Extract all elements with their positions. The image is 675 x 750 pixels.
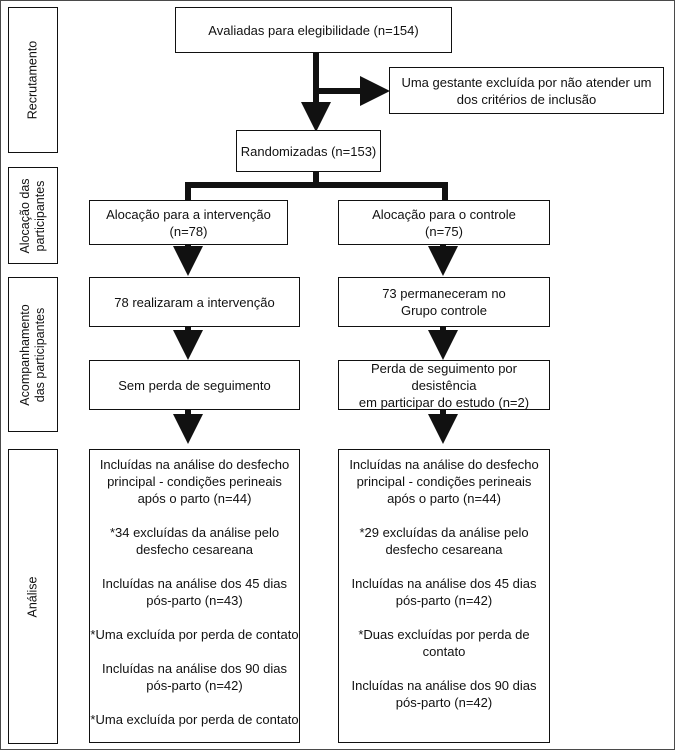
section-analysis: Análise — [8, 449, 58, 744]
box-loss-control: Perda de seguimento por desistência em p… — [338, 360, 550, 410]
box-excluded: Uma gestante excluída por não atender um… — [389, 67, 664, 114]
box-loss-intervention: Sem perda de seguimento — [89, 360, 300, 410]
section-followup: Acompanhamento das participantes — [8, 277, 58, 432]
box-analysis-intervention: Incluídas na análise do desfecho princip… — [89, 449, 300, 743]
box-analysis-control: Incluídas na análise do desfecho princip… — [338, 449, 550, 743]
analysis-intervention-item: Incluídas na análise dos 45 dias pós-par… — [101, 576, 287, 608]
analysis-control-item: *29 excluídas da análise pelo desfecho c… — [359, 525, 529, 557]
analysis-control-item: *Duas excluídas por perda de contato — [358, 627, 530, 659]
section-recruitment: Recrutamento — [8, 7, 58, 153]
section-allocation: Alocação das participantes — [8, 167, 58, 264]
analysis-intervention-item: Incluídas na análise dos 90 dias pós-par… — [101, 661, 287, 693]
analysis-intervention-item: *Uma excluída por perda de contato — [90, 712, 299, 727]
box-alloc-control: Alocação para o controle (n=75) — [338, 200, 550, 245]
analysis-control-item: Incluídas na análise dos 90 dias pós-par… — [351, 678, 537, 710]
analysis-intervention-item: Incluídas na análise do desfecho princip… — [99, 457, 290, 506]
analysis-control-item: Incluídas na análise dos 45 dias pós-par… — [351, 576, 537, 608]
analysis-intervention-item: *34 excluídas da análise pelo desfecho c… — [109, 525, 280, 557]
box-follow-control: 73 permaneceram no Grupo controle — [338, 277, 550, 327]
box-alloc-intervention: Alocação para a intervenção (n=78) — [89, 200, 288, 245]
analysis-intervention-item: *Uma excluída por perda de contato — [90, 627, 299, 642]
box-randomized: Randomizadas (n=153) — [236, 130, 381, 172]
analysis-control-item: Incluídas na análise do desfecho princip… — [349, 457, 539, 506]
box-follow-intervention: 78 realizaram a intervenção — [89, 277, 300, 327]
box-assessed: Avaliadas para elegibilidade (n=154) — [175, 7, 452, 53]
